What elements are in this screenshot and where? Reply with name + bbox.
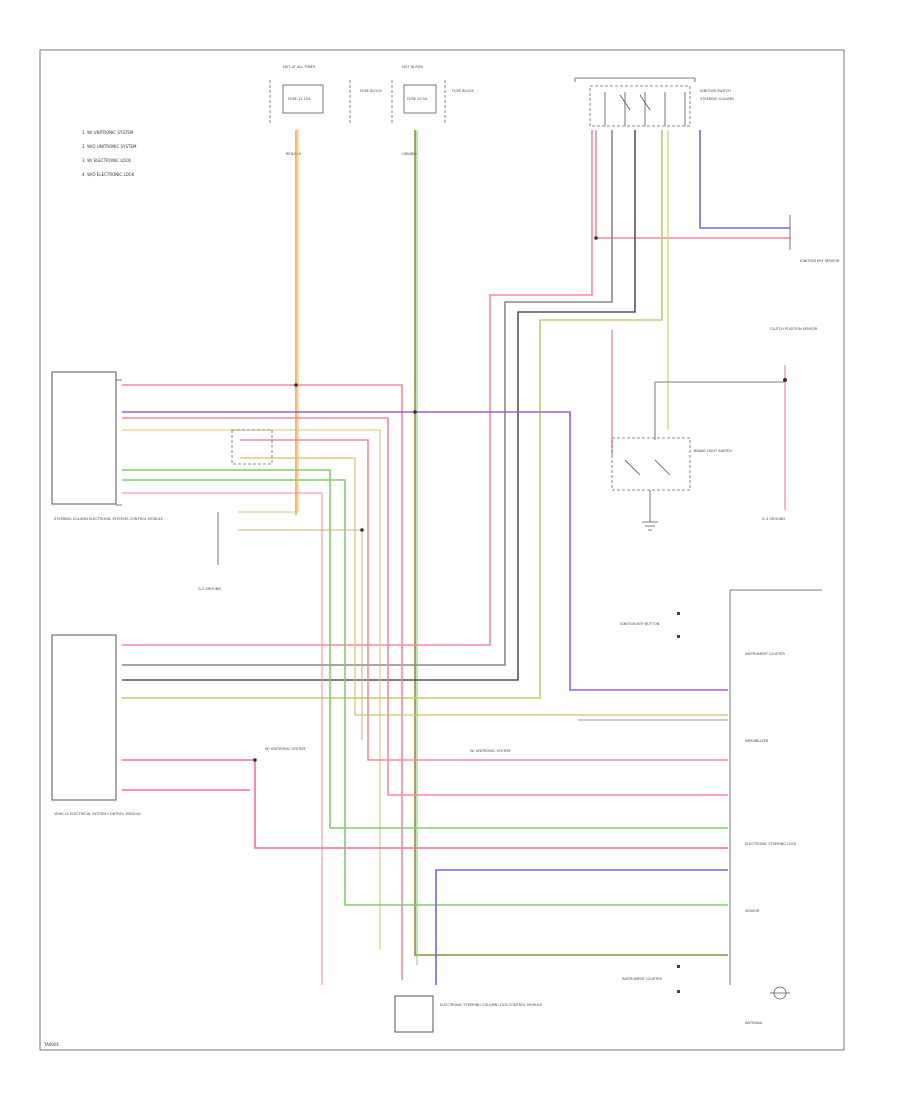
- ground-2-label: G-2 GROUND: [198, 587, 221, 591]
- key-sensor: IGNITION KEY SENSOR: [789, 215, 840, 263]
- legend-item-3: 3. W/ ELECTRONIC LOCK: [82, 158, 131, 163]
- control-unit: ELECTRONIC STEERING COLUMN LOCK CONTROL …: [394, 995, 542, 1033]
- junctions: [253, 236, 598, 762]
- svg-text:GRN/BLK: GRN/BLK: [402, 152, 418, 156]
- wires: [122, 130, 790, 985]
- svg-text:IMMOBILIZER: IMMOBILIZER: [745, 739, 769, 743]
- fuse-1-sub: FUSE 12 15A: [288, 97, 311, 101]
- legend-item-4: 4. W/O ELECTRONIC LOCK: [82, 172, 135, 177]
- clutch-sensor: CLUTCH POSITION SENSOR G-1 GROUND: [762, 327, 818, 521]
- module-a-label: STEERING COLUMN ELECTRONIC SYSTEMS CONTR…: [54, 517, 163, 521]
- module-a: STEERING COLUMN ELECTRONIC SYSTEMS CONTR…: [51, 371, 163, 521]
- fuse-box-1: HOT AT ALL TIMES FUSE 12 15A FUSE BLOCK: [269, 65, 383, 125]
- fuse-2-right: FUSE BLOCK: [452, 89, 475, 93]
- fuse-box-2: HOT IN RUN FUSE 20 5A FUSE BLOCK: [391, 65, 475, 125]
- clutch-label: CLUTCH POSITION SENSOR: [770, 327, 818, 331]
- svg-text:ANTENNA: ANTENNA: [745, 1021, 763, 1025]
- diagram-frame: [39, 49, 845, 1051]
- footer-code: TA0001: [43, 1042, 60, 1047]
- ignition-switch: IGNITION SWITCH STEERING COLUMN: [574, 77, 734, 127]
- fuse-1-label: HOT AT ALL TIMES: [283, 65, 316, 69]
- legend-item-2: 2. W/O UNITRONIC SYSTEM: [82, 144, 137, 149]
- brake-switch-label: BRAKE LIGHT SWITCH: [694, 449, 732, 453]
- connector-block: [231, 429, 273, 465]
- svg-text:RED/BLU: RED/BLU: [286, 152, 302, 156]
- control-unit-label: ELECTRONIC STEERING COLUMN LOCK CONTROL …: [440, 1003, 542, 1007]
- section-label: W/ UNITRONIC SYSTEM: [470, 749, 510, 753]
- svg-text:SENSOR: SENSOR: [745, 909, 760, 913]
- fuse-2-label: HOT IN RUN: [402, 65, 423, 69]
- ground-1-label: G-1 GROUND: [762, 517, 785, 521]
- fuse-1-right: FUSE BLOCK: [360, 89, 383, 93]
- ground-2: G-2 GROUND: [198, 512, 221, 591]
- legend: 1. W/ UNITRONIC SYSTEM 2. W/O UNITRONIC …: [82, 130, 137, 177]
- fuse-2-sub: FUSE 20 5A: [407, 97, 428, 101]
- brake-switch: BRAKE LIGHT SWITCH: [611, 330, 786, 531]
- legend-item-1: 1. W/ UNITRONIC SYSTEM: [82, 130, 134, 135]
- module-b-label: VEHICLE ELECTRICAL SYSTEM CONTROL MODULE: [54, 812, 141, 816]
- section-label-2: W/ UNITRONIC SYSTEM: [265, 747, 305, 751]
- right-connectors: [677, 612, 680, 993]
- module-b: VEHICLE ELECTRICAL SYSTEM CONTROL MODULE: [51, 634, 141, 816]
- ignition-switch-sub: STEERING COLUMN: [700, 97, 734, 101]
- ignition-key-label: IGNITION KEY BUTTON: [620, 622, 660, 626]
- ignition-switch-label: IGNITION SWITCH: [700, 89, 731, 93]
- cluster-label: INSTRUMENT CLUSTER: [622, 977, 662, 981]
- key-sensor-label: IGNITION KEY SENSOR: [800, 259, 840, 263]
- svg-text:ELECTRONIC STEERING LOCK: ELECTRONIC STEERING LOCK: [745, 842, 797, 846]
- right-column: INSTRUMENT CLUSTER IMMOBILIZER ELECTRONI…: [729, 589, 822, 1025]
- svg-text:INSTRUMENT CLUSTER: INSTRUMENT CLUSTER: [745, 652, 785, 656]
